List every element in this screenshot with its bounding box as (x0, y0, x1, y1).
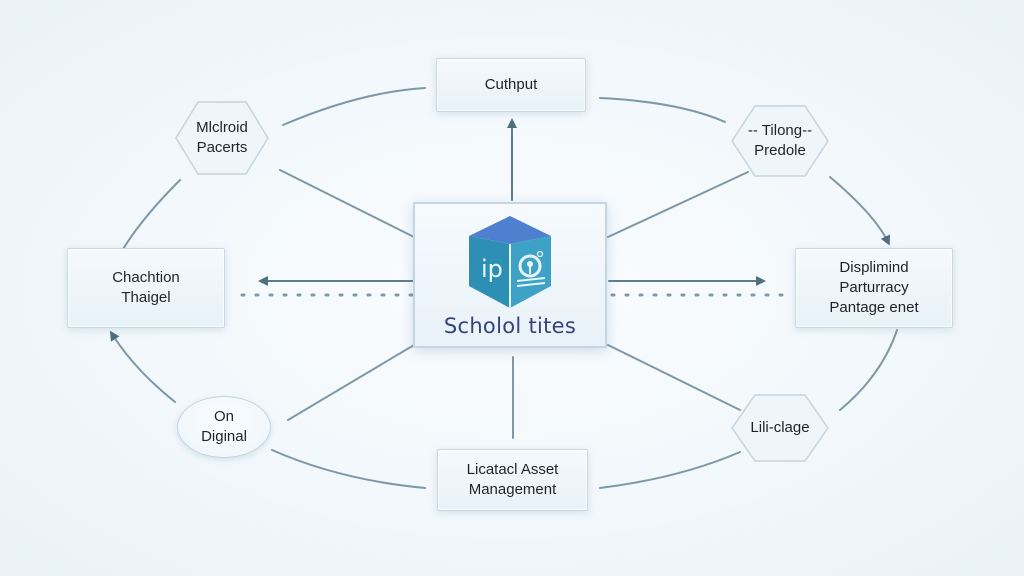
ring-arc-bottom-right (599, 451, 741, 489)
node-output-label: Cuthput (484, 76, 538, 93)
spoke-top-left (279, 169, 415, 238)
spoke-bottom-right (607, 344, 741, 411)
node-right-line-3: Pantage enet (829, 299, 919, 316)
node-bottom-line-2: Management (468, 481, 557, 498)
node-right-line-2: Parturracy (839, 279, 909, 296)
center-hub[interactable]: ip Scholol tites (413, 202, 607, 348)
ring-arc-left-bottom (109, 330, 176, 403)
book-cube-logo-icon: ip (465, 214, 555, 310)
node-output[interactable]: Cuthput (436, 58, 586, 112)
spoke-bottom-left (287, 344, 415, 421)
node-left-box[interactable]: Chachtion Thaigel (67, 248, 225, 328)
ring-arc-right-top (829, 176, 890, 246)
node-top-right-line-1: -- Tilong-- (747, 122, 813, 139)
node-top-left-line-1: Mlclroid (196, 119, 248, 136)
node-right-line-1: Displimind (839, 259, 909, 276)
node-top-left-hexagon[interactable]: Mlclroid Pacerts (174, 100, 270, 176)
ring-arc-bottom-left (271, 449, 426, 489)
spoke-top-right (607, 171, 749, 238)
node-top-right-hexagon[interactable]: -- Tilong-- Predole (730, 104, 830, 178)
node-top-right-line-2: Predole (754, 142, 806, 159)
node-bottom-line-1: Licatacl Asset (466, 461, 559, 478)
node-bottom-left-line-2: Diginal (201, 428, 247, 445)
node-left-line-2: Thaigel (121, 289, 171, 306)
node-left-line-1: Chachtion (112, 269, 180, 286)
ring-arc-right-bottom (839, 329, 898, 411)
node-bottom-left-line-1: On (213, 408, 234, 425)
hexagon-shape (731, 394, 829, 462)
hexagon-shape (731, 105, 829, 177)
node-bottom-right-hexagon[interactable]: Lili-clage (730, 393, 830, 463)
center-title: Scholol tites (443, 314, 577, 338)
ring-arc-top-right (599, 97, 726, 123)
node-right-box[interactable]: Displimind Parturracy Pantage enet (795, 248, 953, 328)
ring-arc-top-left (282, 87, 426, 126)
hexagon-shape (175, 101, 269, 175)
node-asset-management[interactable]: Licatacl Asset Management (437, 449, 588, 511)
svg-text:ip: ip (481, 255, 503, 283)
node-bottom-left-oval[interactable]: On Diginal (177, 396, 271, 458)
node-top-left-line-2: Pacerts (196, 139, 248, 156)
node-bottom-right-label: Lili-clage (750, 419, 810, 436)
